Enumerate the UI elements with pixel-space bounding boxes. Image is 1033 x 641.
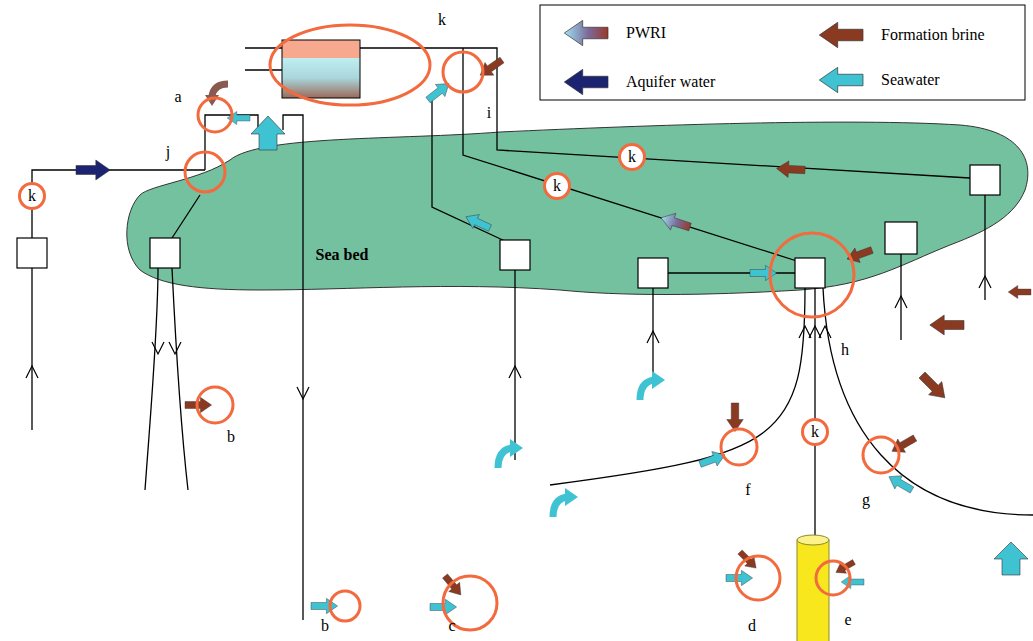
callout-letter: j <box>166 143 170 161</box>
highlight-circles <box>185 25 899 630</box>
callout-letter: b <box>321 617 329 635</box>
callout-letter: k <box>438 11 446 29</box>
legend-frame <box>540 5 1025 100</box>
separator-tank <box>282 40 360 98</box>
legend-text: Seawater <box>881 71 940 89</box>
legend-swatch <box>564 20 608 45</box>
legend-swatch <box>564 69 608 94</box>
legend-swatch <box>819 67 863 92</box>
flow-arrows <box>76 54 1031 615</box>
legend-text: PWRI <box>626 24 666 42</box>
callout-letter: i <box>487 104 491 122</box>
callout-letter: g <box>862 491 870 509</box>
region-label: Sea bed <box>316 246 369 264</box>
legend-arrow <box>560 69 612 95</box>
legend-text: Aquifer water <box>626 73 715 91</box>
well-cylinder <box>797 535 829 641</box>
flow-chevrons <box>26 276 991 399</box>
legend-arrow <box>815 67 867 93</box>
callout-letter: c <box>448 617 455 635</box>
callout-letter: b <box>227 428 235 446</box>
callout-letter: f <box>745 481 750 499</box>
legend-text: Formation brine <box>881 26 985 44</box>
legend-swatch <box>819 22 863 47</box>
callout-letter: k <box>811 424 819 440</box>
callout-circle: k <box>618 143 646 171</box>
legend-arrow <box>815 22 867 48</box>
callout-letter: k <box>28 188 36 204</box>
callout-letter: k <box>628 149 636 165</box>
callout-letter: a <box>174 88 181 106</box>
callout-circle: k <box>543 172 571 200</box>
callout-circle: k <box>801 418 829 446</box>
pipelines <box>32 48 1033 620</box>
legend-arrow <box>560 20 612 46</box>
callout-circle: k <box>18 182 46 210</box>
callout-letter: k <box>553 178 561 194</box>
callout-letter: h <box>841 341 849 359</box>
callout-letter: e <box>844 611 851 629</box>
callout-letter: d <box>748 617 756 635</box>
